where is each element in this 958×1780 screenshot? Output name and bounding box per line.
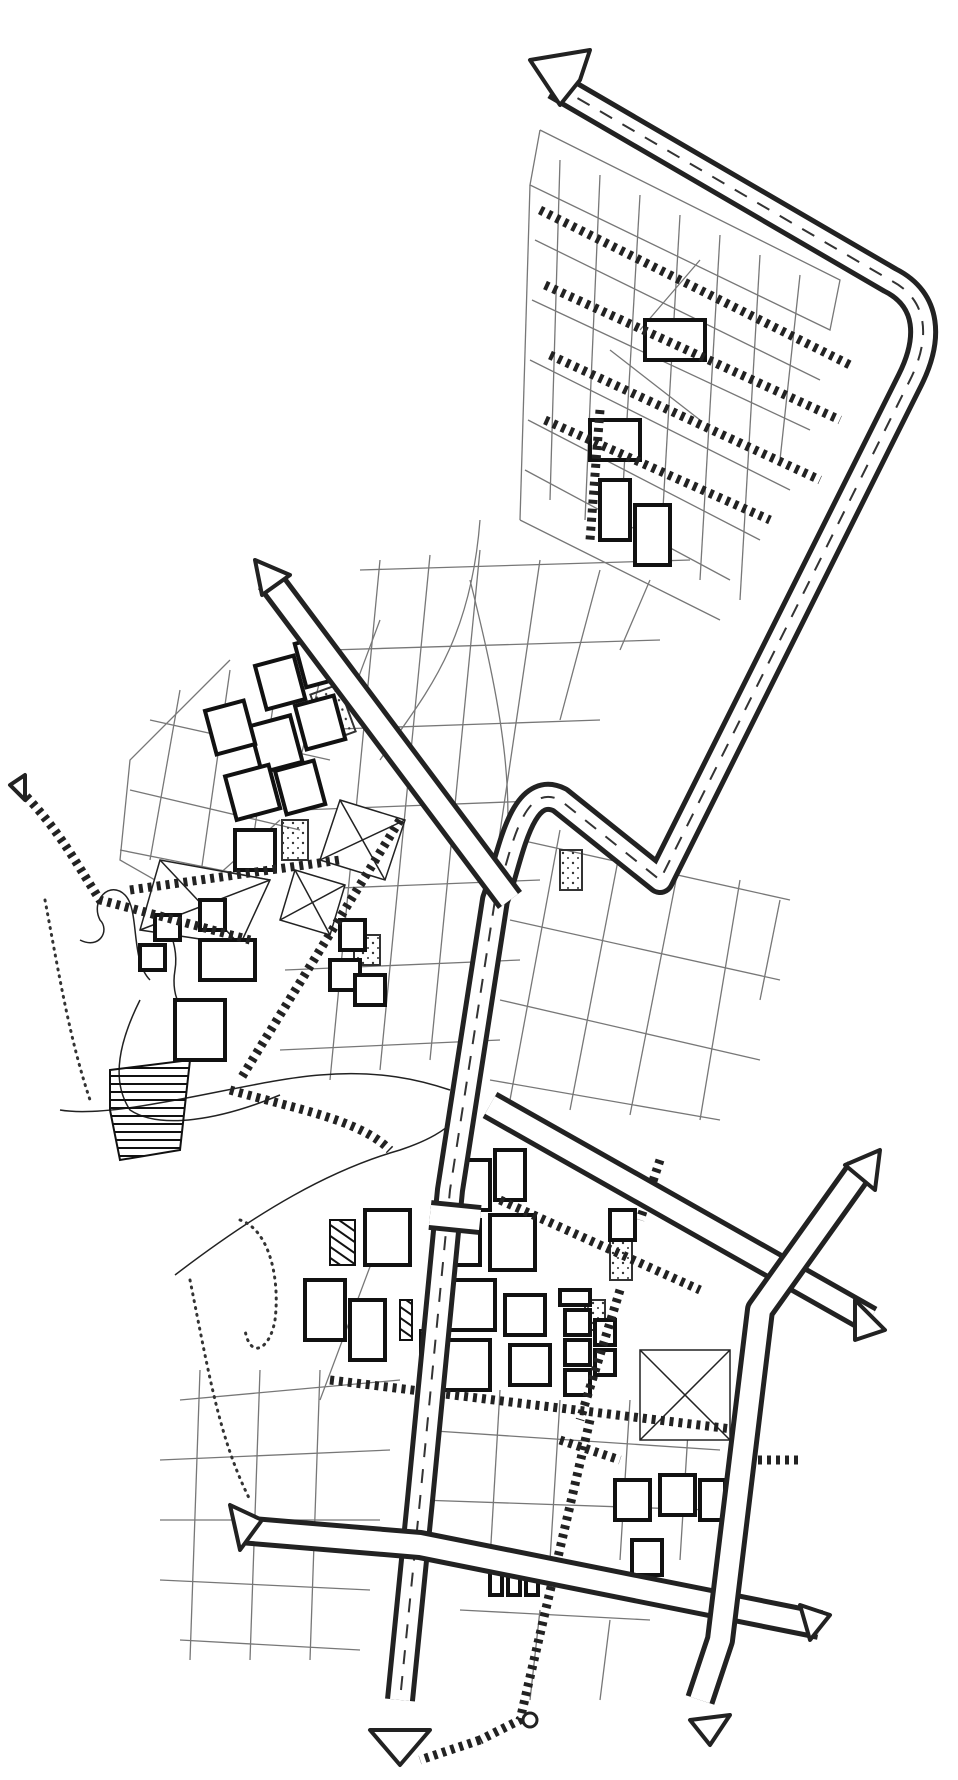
shoreline-stipple (43, 898, 278, 1502)
pedestrian-axis (16, 205, 853, 1765)
direction-arrow (8, 48, 887, 1767)
arterial-road (238, 571, 878, 1705)
street-grid-north (519, 129, 841, 621)
building-block (138, 634, 727, 1597)
roundabout-marker (521, 1711, 539, 1729)
plaza (139, 799, 731, 1441)
